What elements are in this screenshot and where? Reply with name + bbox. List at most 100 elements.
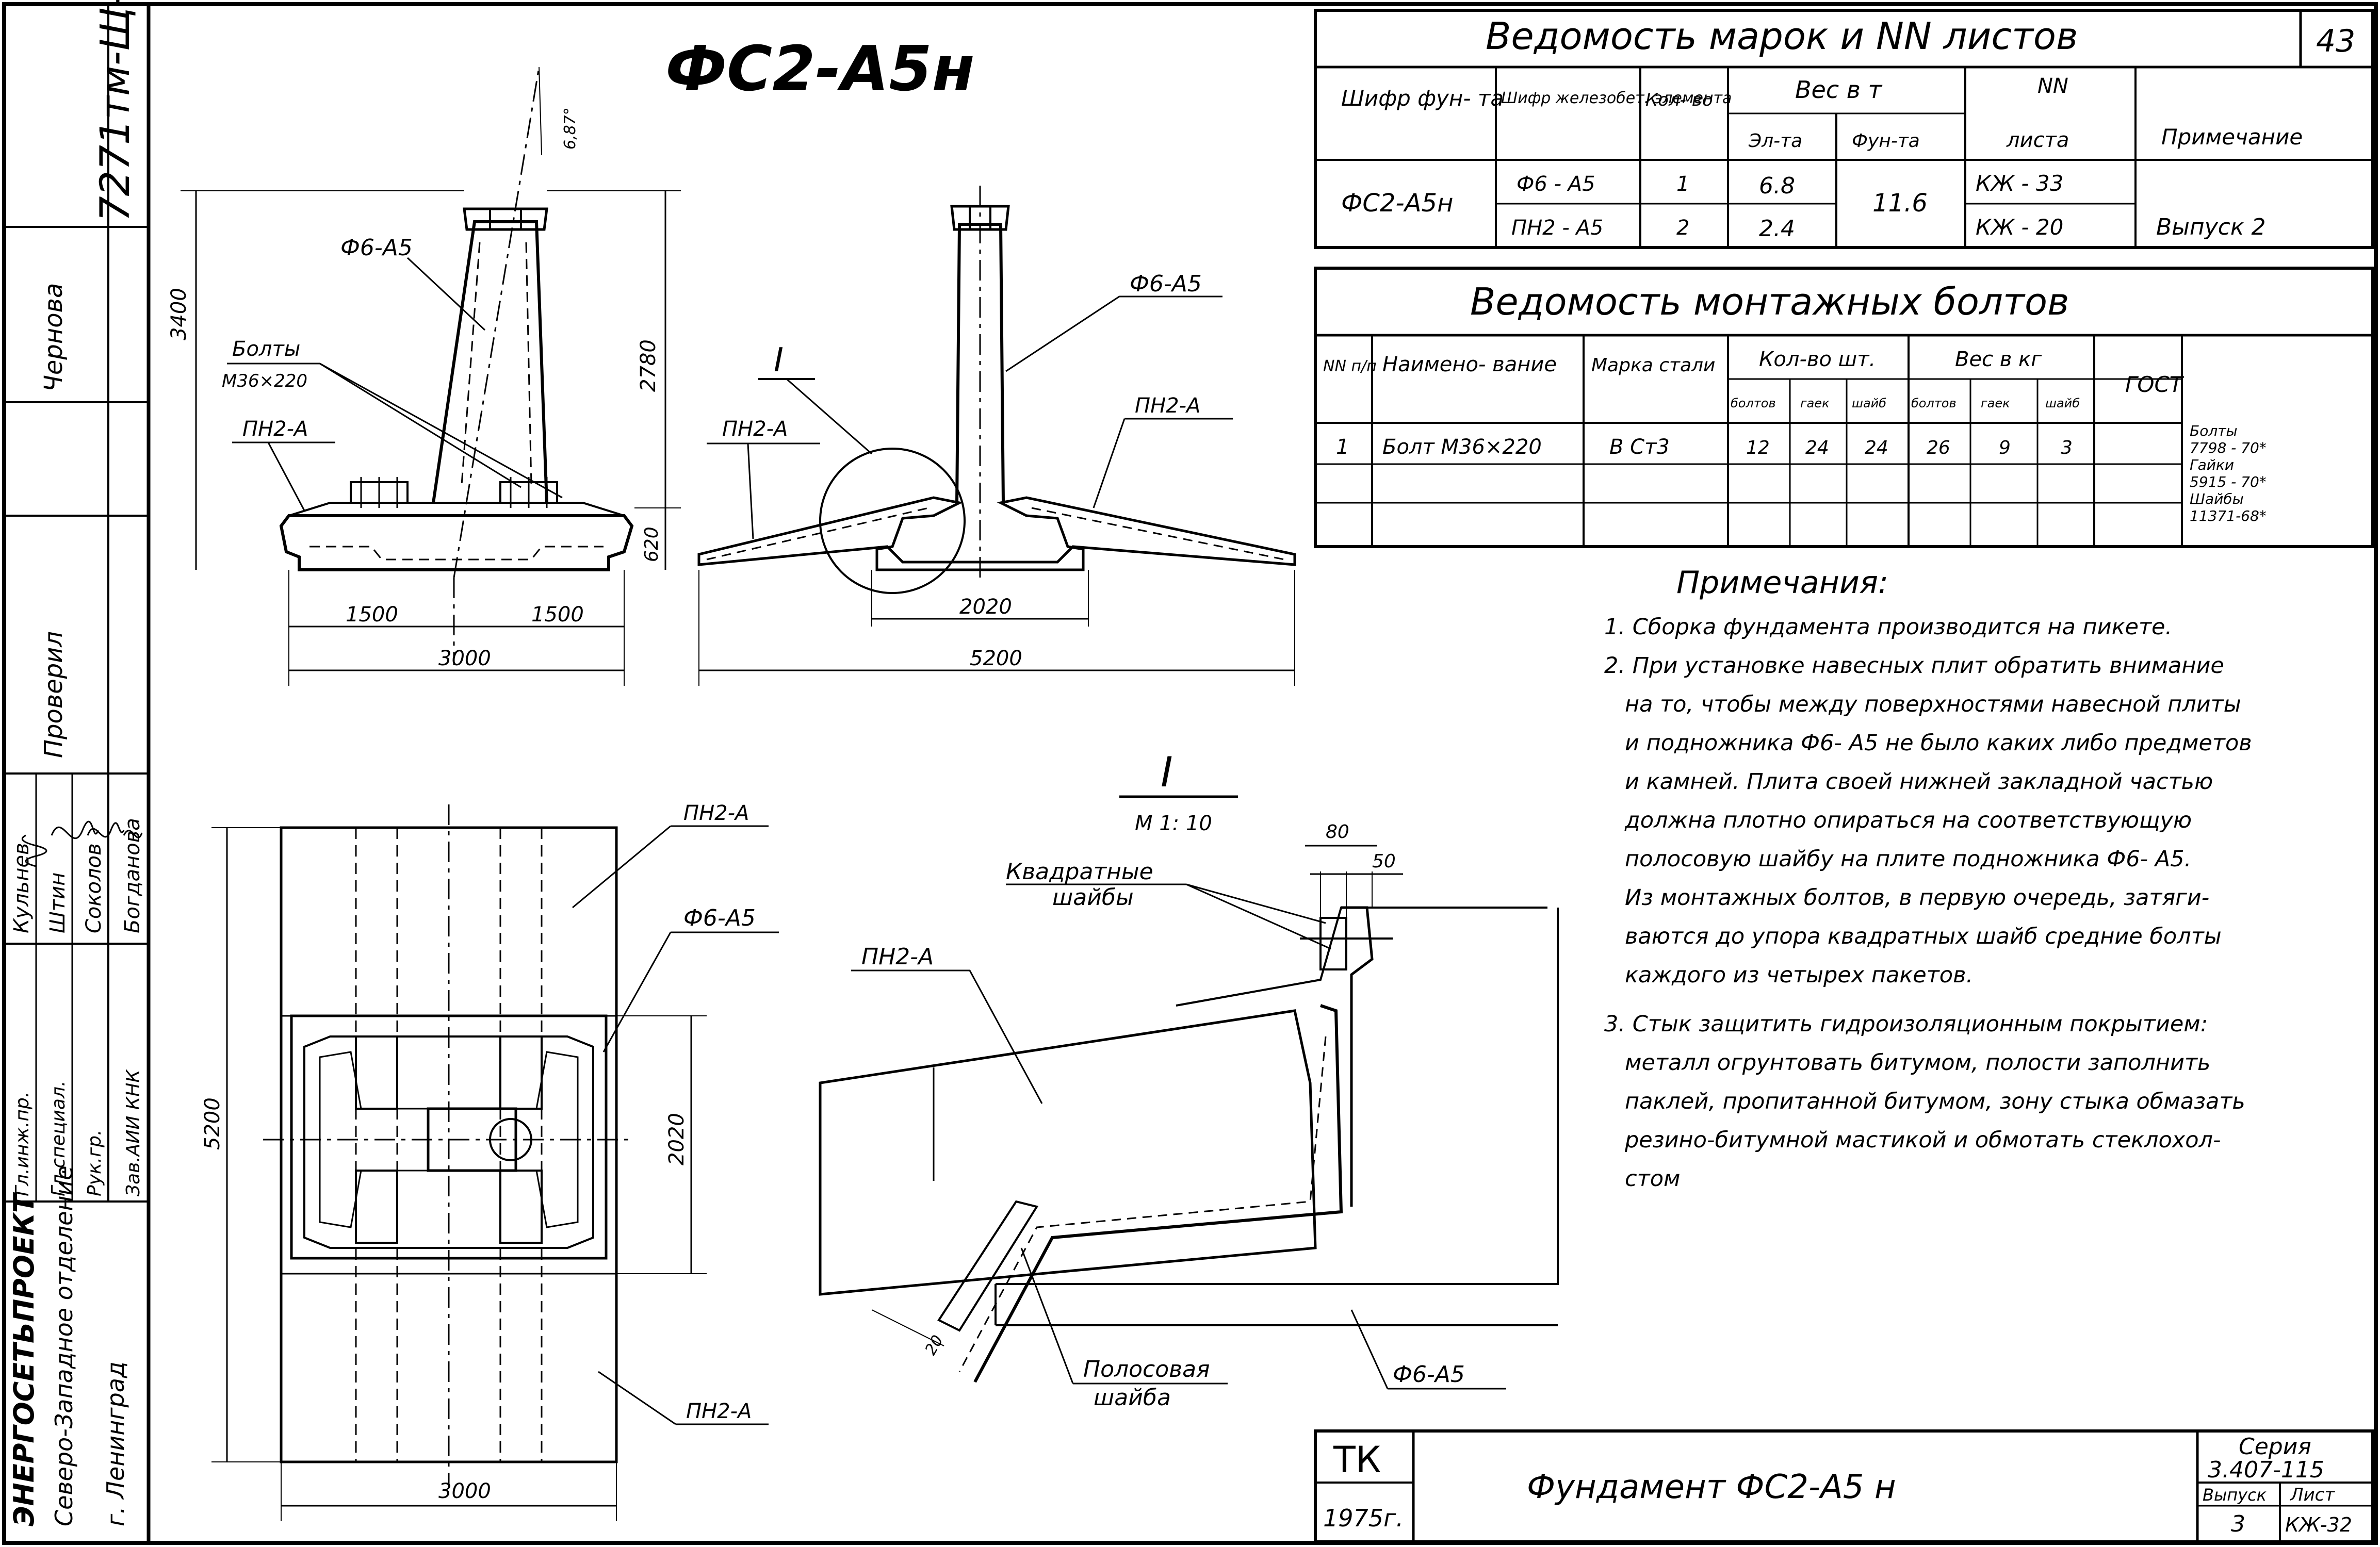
dim-3400: 3400	[167, 288, 191, 340]
bolts-row1-w-bolts: 26	[1927, 437, 1950, 458]
elevation-side-view: 3400 2780 620 1500 1500 3000 6,87° Ф6-А5…	[167, 67, 681, 686]
dim-620: 620	[641, 526, 662, 562]
tb-year: 1975г.	[1323, 1504, 1404, 1532]
note-line-3: на то, чтобы между поверхностями навесно…	[1625, 692, 2241, 717]
label-f6-elev1: Ф6-А5	[340, 235, 413, 261]
dim-5200-plan: 5200	[201, 1097, 224, 1150]
gost-line-6: 11371-68*	[2190, 507, 2267, 524]
row1-sheet: КЖ - 33	[1976, 171, 2063, 196]
hdr-cipher-element: Шифр железобет. элемента	[1501, 89, 1732, 107]
tb-sheet-label: Лист	[2289, 1485, 2335, 1505]
checked-label: Проверил	[39, 631, 68, 758]
angle-label: 6,87°	[561, 107, 579, 150]
label-square-washers-1: Квадратные	[1006, 859, 1153, 885]
hdr-weight-foundation: Фун-та	[1852, 130, 1920, 152]
row1-w-found: 11.6	[1872, 189, 1928, 218]
bolts-row1-name: Болт М36×220	[1382, 435, 1542, 459]
label-bolts-elev1: Болты	[232, 337, 300, 361]
label-pn2-elev1: ПН2-А	[242, 417, 308, 441]
detail-mark-I: I	[1161, 748, 1173, 796]
hdr-sheet-nn: NN	[2037, 74, 2068, 98]
bolts-row1-q-bolts: 12	[1746, 437, 1770, 458]
label-strip-washer-1: Полосовая	[1083, 1356, 1210, 1383]
note-line-2: 2. При установке навесных плит обратить …	[1604, 653, 2224, 679]
role-4: Зав.АИИ КНК	[123, 1069, 144, 1196]
bolts-hdr-qty: Кол-во шт.	[1759, 348, 1876, 371]
note-line-7: полосовую шайбу на плите подножника Ф6- …	[1625, 846, 2191, 872]
row2-element: ПН2 - А5	[1511, 216, 1603, 240]
name-2: Штин	[46, 873, 70, 933]
label-f6-detail: Ф6-А5	[1393, 1361, 1465, 1388]
plan-view: 5200 2020 3000 ПН2-А Ф6-А5 ПН2-А	[201, 801, 779, 1521]
row1-element: Ф6 - А5	[1517, 172, 1595, 196]
note-line-15: стом	[1625, 1166, 1680, 1192]
dim-1500-left: 1500	[346, 603, 398, 627]
name-1: Кульнев	[10, 843, 34, 933]
dim-80: 80	[1326, 821, 1349, 843]
role-3: Рук.гр.	[84, 1130, 105, 1196]
detail-I: I М 1: 10 80 50 20 Квадратные шайбы ПН2-…	[819, 748, 1559, 1411]
bolts-hdr-name: Наимено- вание	[1382, 353, 1557, 376]
tb-series-label: Серия	[2239, 1434, 2311, 1460]
hdr-weight-element: Эл-та	[1748, 130, 1802, 152]
bolts-hdr-w-nuts: гаек	[1981, 396, 2010, 410]
dim-2020-elev2: 2020	[959, 595, 1012, 619]
row2-qty: 2	[1676, 216, 1689, 240]
bolts-table: Ведомость монтажных болтов NN п/п Наимен…	[1314, 267, 2374, 548]
checked-by: Чернова	[39, 283, 68, 392]
gost-line-4: 5915 - 70*	[2190, 473, 2267, 490]
bolts-hdr-no: NN п/п	[1323, 357, 1377, 375]
note-line-4: и подножника Ф6- А5 не было каких либо п…	[1625, 730, 2252, 756]
bolts-hdr-weight: Вес в кг	[1955, 348, 2042, 371]
tb-name: Фундамент ФС2-А5 н	[1527, 1468, 1896, 1506]
note-line-13: паклей, пропитанной битумом, зону стыка …	[1625, 1089, 2245, 1114]
bolts-row1-no: 1	[1336, 435, 1349, 459]
bolts-hdr-gost: ГОСТ	[2125, 372, 2185, 397]
org-line-1: ЭНЕРГОСЕТЬПРОЕКТ	[8, 1192, 40, 1526]
section-mark-I: I	[774, 341, 784, 380]
label-pn2-plan-top: ПН2-А	[683, 801, 749, 825]
row1-foundation: ФС2-А5н	[1341, 189, 1453, 218]
dim-3000: 3000	[438, 647, 491, 670]
note-line-1: 1. Сборка фундамента производится на пик…	[1604, 614, 2172, 640]
name-3: Соколов	[82, 843, 106, 933]
bolts-row1-q-washers: 24	[1865, 437, 1888, 458]
label-bolts-size-elev1: М36×220	[222, 371, 307, 391]
dim-2780: 2780	[637, 339, 660, 392]
row2-note: Выпуск 2	[2156, 214, 2265, 240]
gost-line-1: Болты	[2190, 422, 2238, 439]
bolts-hdr-w-washers: шайб	[2045, 396, 2080, 410]
notes-title: Примечания:	[1676, 565, 1888, 601]
gost-line-2: 7798 - 70*	[2190, 439, 2267, 456]
tb-org: ТК	[1333, 1439, 1381, 1481]
elevation-front-view: 2020 5200 I ПН2-А Ф6-А5 ПН2-А	[697, 186, 1296, 686]
bolts-hdr-qty-nuts: гаек	[1800, 396, 1830, 410]
bolts-table-title: Ведомость монтажных болтов	[1470, 280, 2069, 323]
label-pn2-elev2-left: ПН2-А	[722, 417, 788, 441]
dim-50: 50	[1372, 851, 1396, 872]
tb-sheet: КЖ-32	[2285, 1513, 2352, 1536]
tb-series: 3.407-115	[2208, 1457, 2324, 1483]
row1-qty: 1	[1676, 172, 1689, 196]
dim-1500-right: 1500	[531, 603, 584, 627]
label-pn2-plan-bottom: ПН2-А	[686, 1400, 752, 1423]
label-f6-elev2: Ф6-А5	[1130, 271, 1202, 297]
hdr-weight: Вес в т	[1795, 76, 1883, 104]
note-line-12: металл огрунтовать битумом, полости запо…	[1625, 1050, 2210, 1076]
title-block: ТК 1975г. Фундамент ФС2-А5 н Серия 3.407…	[1314, 1429, 2374, 1543]
role-1: Гл.инж.пр.	[12, 1092, 33, 1196]
role-2: Гл.специал.	[48, 1081, 69, 1196]
bolts-hdr-steel: Марка стали	[1591, 355, 1715, 376]
bolts-hdr-w-bolts: болтов	[1911, 396, 1957, 410]
bolts-row1-q-nuts: 24	[1805, 437, 1829, 458]
row1-w-el: 6.8	[1759, 173, 1795, 199]
label-square-washers-2: шайбы	[1052, 884, 1134, 911]
label-pn2-detail: ПН2-А	[861, 944, 934, 970]
hdr-cipher-foundation: Шифр фун- та	[1341, 86, 1504, 111]
detail-scale: М 1: 10	[1135, 812, 1212, 835]
label-pn2-elev2-right: ПН2-А	[1135, 394, 1200, 418]
notes: Примечания: 1. Сборка фундамента произво…	[1604, 565, 2252, 1192]
hdr-note: Примечание	[2161, 124, 2303, 150]
note-line-8: Из монтажных болтов, в первую очередь, з…	[1625, 885, 2209, 911]
